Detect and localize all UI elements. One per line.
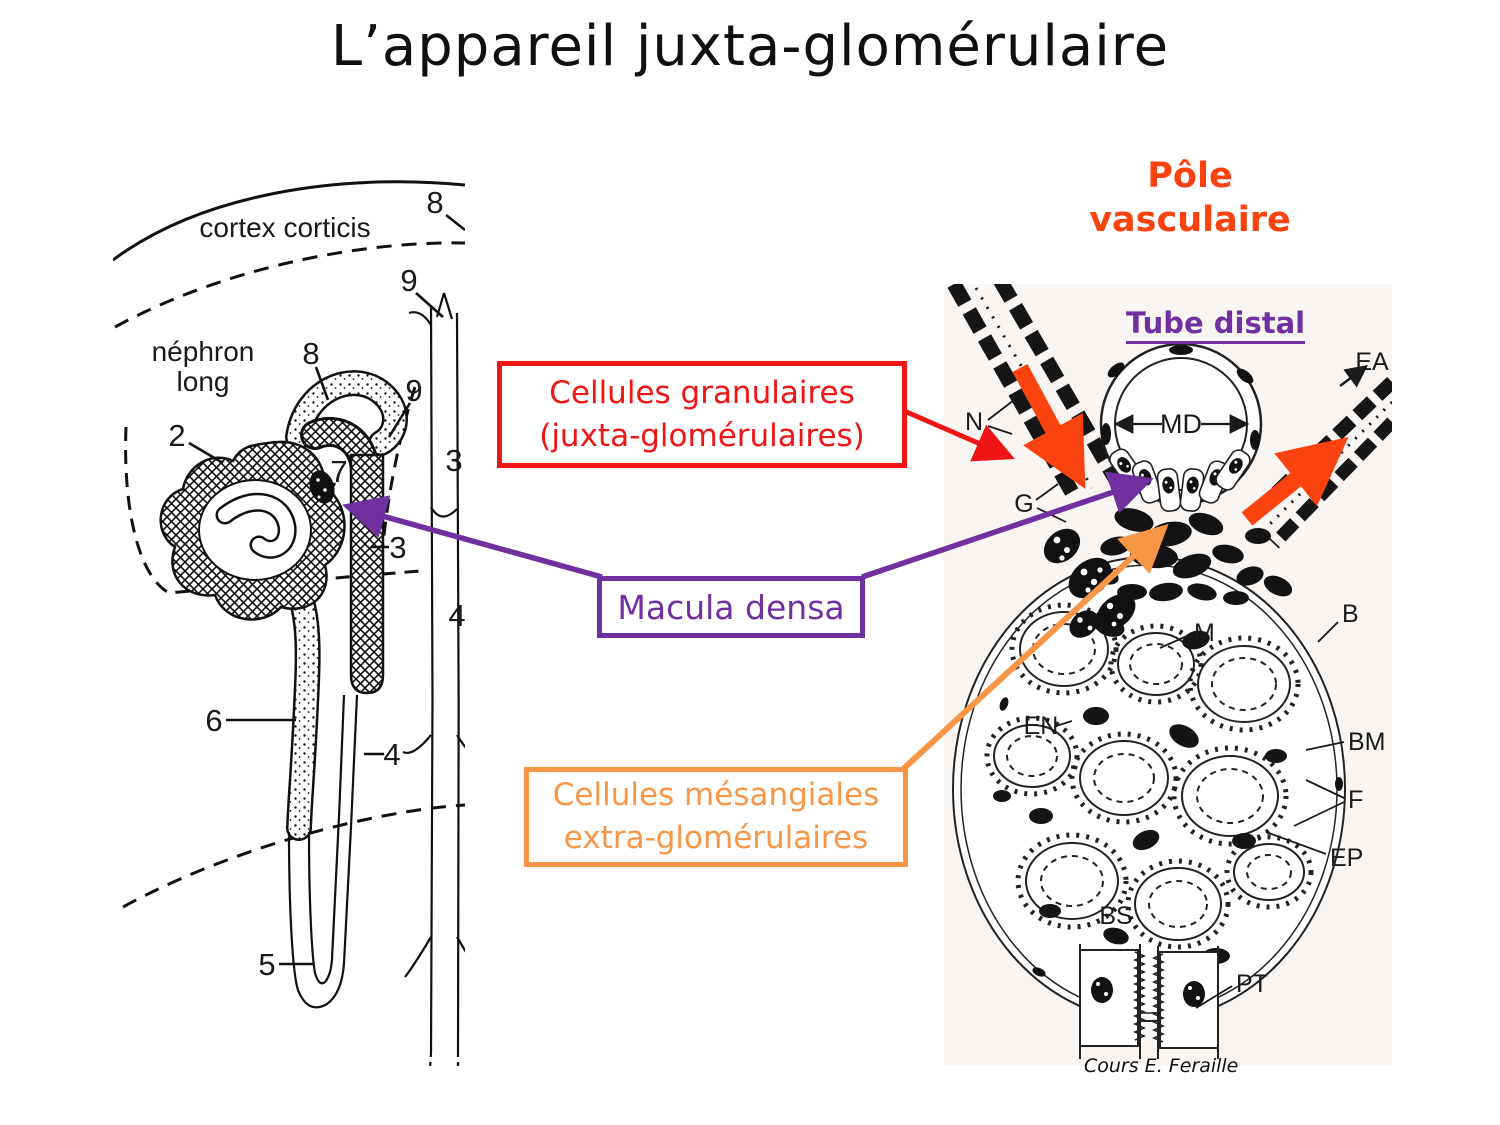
label-md: MD: [1160, 409, 1202, 439]
label-7: 7: [330, 454, 347, 489]
macula-label: Macula densa: [617, 587, 845, 627]
collecting-vessels: [402, 292, 465, 1071]
label-6: 6: [205, 703, 222, 738]
caption-nephron-2: long: [177, 366, 230, 397]
thin-limb-loop: [287, 694, 359, 1009]
label-n: N: [965, 408, 983, 436]
tube-distal-heading: Tube distal: [1126, 306, 1306, 344]
flow-arrow-small: [1339, 365, 1368, 388]
proximal-tubule-cells: [1079, 944, 1219, 1059]
caption-cortex: cortex corticis: [199, 212, 370, 243]
granular-line1: Cellules granulaires: [549, 374, 855, 411]
label-pt: PT: [1236, 970, 1268, 998]
label-4-right: 4: [448, 598, 465, 633]
credit-text: Cours E. Feraille: [1084, 1055, 1239, 1077]
mesangial-line2: extra-glomérulaires: [563, 820, 869, 856]
label-4-mid: 4: [383, 737, 400, 772]
granular-cells-callout: Cellules granulaires (juxta-glomérulaire…: [497, 361, 907, 468]
glomerulus: [159, 440, 346, 621]
label-8-mid: 8: [302, 336, 319, 371]
label-ea: EA: [1355, 348, 1389, 376]
label-ep: EP: [1330, 844, 1363, 872]
vascular-pole-heading: Pôle vasculaire: [1080, 155, 1300, 243]
macula-densa-callout: Macula densa: [597, 576, 865, 638]
granular-line2: (juxta-glomérulaires): [539, 417, 865, 454]
mesangial-cells-callout: Cellules mésangiales extra-glomérulaires: [524, 767, 908, 867]
mesangial-line1: Cellules mésangiales: [552, 777, 880, 814]
label-9-mid: 9: [405, 373, 422, 408]
label-g: G: [1014, 490, 1033, 518]
label-5: 5: [258, 947, 275, 982]
vascular-pole-line2: vasculaire: [1089, 199, 1291, 240]
extraglomerular-mesangium: [1093, 508, 1293, 605]
label-8-top: 8: [426, 185, 443, 220]
label-3-mid: 3: [389, 530, 406, 565]
label-m: M: [1194, 619, 1215, 647]
jga-svg: N G MD EA M B BM EN F EP BS PT: [947, 284, 1392, 1059]
jga-figure: N G MD EA M B BM EN F EP BS PT: [944, 284, 1392, 1066]
label-pointers: [188, 213, 465, 966]
caption-nephron-1: néphron: [152, 336, 255, 367]
label-en: EN: [1024, 712, 1059, 740]
label-f: F: [1348, 786, 1363, 814]
slide-title: L’appareil juxta-glomérulaire: [330, 14, 1170, 79]
blood-flow-arrows: [1012, 363, 1349, 526]
label-bm: BM: [1348, 728, 1386, 756]
label-9-top: 9: [400, 263, 417, 298]
macula-densa-cells: [1109, 448, 1251, 512]
afferent-flow-arrow: [1012, 363, 1086, 489]
nephron-figure: 8 9 8 2 9 3 7 3 4 6 4 5 cortex corticis …: [113, 175, 465, 1072]
label-bs: BS: [1099, 902, 1132, 930]
label-2: 2: [168, 418, 185, 453]
capillary-loops: [984, 602, 1314, 950]
efferent-flow-arrow: [1241, 437, 1349, 526]
nephron-svg: 8 9 8 2 9 3 7 3 4 6 4 5 cortex corticis …: [113, 180, 465, 1071]
label-b: B: [1342, 600, 1359, 628]
vascular-pole-line1: Pôle: [1147, 156, 1233, 196]
label-3-right: 3: [445, 443, 462, 478]
